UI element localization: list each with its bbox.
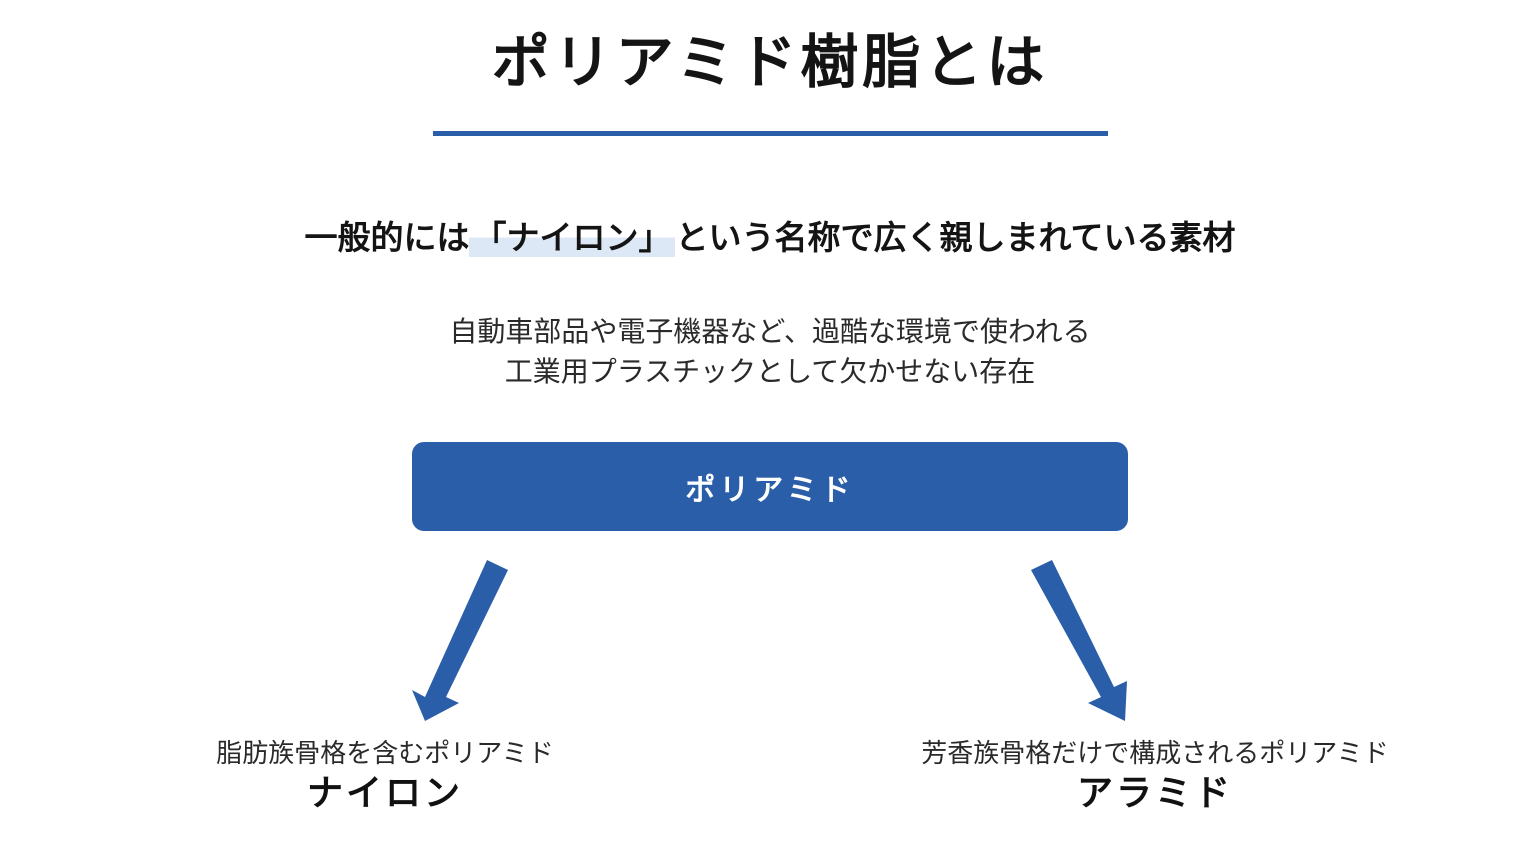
branch-aramid-description: 芳香族骨格だけで構成されるポリアミド — [921, 739, 1389, 769]
headline-after: という名称で広く親しまれている素材 — [675, 218, 1236, 257]
branch-nylon-description: 脂肪族骨格を含むポリアミド — [216, 739, 554, 769]
root-node-label: ポリアミド — [685, 472, 855, 508]
left-arrow — [412, 560, 508, 721]
page-title: ポリアミド樹脂とは — [491, 28, 1049, 96]
headline: 一般的には「ナイロン」という名称で広く親しまれている素材 — [0, 212, 1540, 264]
branch-nylon-name: ナイロン — [306, 773, 463, 814]
branch-aramid: 芳香族骨格だけで構成されるポリアミド アラミド — [875, 736, 1435, 816]
branch-aramid-name: アラミド — [1076, 773, 1233, 814]
right-arrow — [1031, 560, 1127, 721]
headline-before: 一般的には — [304, 218, 470, 257]
branch-nylon: 脂肪族骨格を含むポリアミド ナイロン — [105, 736, 665, 816]
description-line-2: 工業用プラスチックとして欠かせない存在 — [504, 355, 1036, 388]
description: 自動車部品や電子機器など、過酷な環境で使われる 工業用プラスチックとして欠かせな… — [0, 312, 1540, 392]
root-node-polyamide: ポリアミド — [412, 442, 1128, 531]
description-line-1: 自動車部品や電子機器など、過酷な環境で使われる — [449, 315, 1091, 348]
headline-highlight: 「ナイロン」 — [469, 218, 676, 257]
title-divider — [433, 131, 1108, 136]
